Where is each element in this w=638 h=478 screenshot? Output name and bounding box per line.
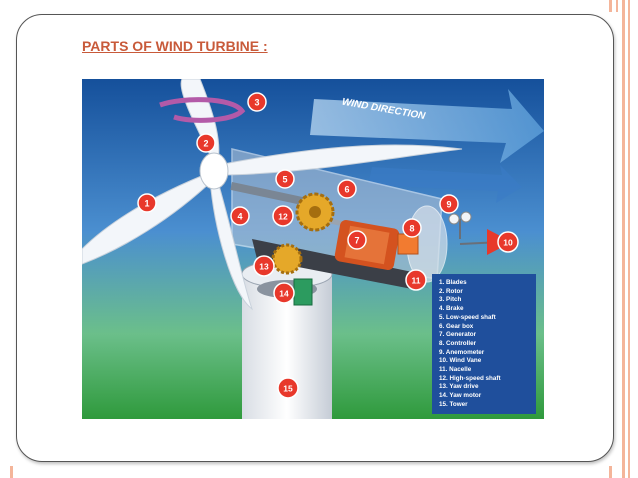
callout-11: 11: [405, 269, 427, 291]
decorative-bar-top-right: [609, 0, 612, 12]
callout-14-label: 14: [279, 289, 289, 299]
legend-item: 11. Nacelle: [439, 366, 472, 374]
callout-6-label: 6: [344, 185, 349, 195]
legend-item: 7. Generator: [439, 331, 477, 339]
callout-4-label: 4: [237, 212, 242, 222]
legend-item: 4. Brake: [439, 305, 464, 313]
legend-list: 1. Blades 2. Rotor 3. Pitch 4. Brake 5. …: [439, 279, 536, 410]
gear-box: [295, 192, 335, 232]
callout-2-label: 2: [203, 139, 208, 149]
callout-13-label: 13: [259, 262, 269, 272]
legend-item: 8. Controller: [439, 339, 477, 347]
callout-12: 12: [272, 205, 294, 227]
parts-legend: 1. Blades 2. Rotor 3. Pitch 4. Brake 5. …: [432, 274, 536, 414]
rotor-hub: [199, 152, 229, 190]
legend-item: 12. High-speed shaft: [439, 374, 501, 382]
slide-title: PARTS OF WIND TURBINE :: [82, 38, 268, 54]
legend-item: 13. Yaw drive: [439, 383, 479, 391]
callout-9: 9: [439, 194, 459, 214]
callout-6: 6: [337, 179, 357, 199]
callout-7: 7: [347, 230, 367, 250]
callout-5: 5: [275, 169, 295, 189]
decorative-bar-right-2: [628, 0, 630, 478]
decorative-bar-top-right-2: [616, 0, 618, 12]
callout-3: 3: [247, 92, 267, 112]
legend-item: 9. Anemometer: [439, 348, 485, 356]
pitch-rotation-arrow: [159, 97, 246, 123]
callout-2: 2: [196, 133, 216, 153]
callout-1: 1: [137, 193, 157, 213]
callout-9-label: 9: [446, 200, 451, 210]
legend-item: 1. Blades: [439, 279, 467, 286]
callout-8-label: 8: [409, 224, 414, 234]
callout-8: 8: [402, 218, 422, 238]
callout-5-label: 5: [282, 175, 287, 185]
callout-12-label: 12: [278, 212, 288, 222]
callout-11-label: 11: [412, 276, 421, 286]
callout-4: 4: [230, 206, 250, 226]
callout-10-label: 10: [503, 238, 513, 248]
legend-item: 3. Pitch: [439, 296, 462, 304]
legend-item: 10. Wind Vane: [439, 357, 482, 365]
callout-13: 13: [253, 255, 275, 277]
legend-item: 6. Gear box: [439, 322, 474, 330]
low-speed-shaft: [230, 182, 321, 209]
legend-item: 15. Tower: [439, 400, 468, 408]
yaw-motor: [293, 278, 313, 306]
callout-7-label: 7: [354, 236, 359, 246]
wind-turbine-diagram: WIND DIRECTION: [82, 79, 544, 419]
callout-15: 15: [277, 377, 299, 399]
yaw-drive: [271, 243, 303, 275]
decorative-bar-bottom-left: [10, 466, 13, 478]
anemometer: [448, 211, 472, 239]
legend-item: 5. Low-speed shaft: [439, 313, 496, 321]
legend-item: 14. Yaw motor: [439, 392, 482, 400]
callout-10: 10: [497, 231, 519, 253]
callout-1-label: 1: [144, 199, 149, 209]
callout-15-label: 15: [283, 384, 293, 394]
decorative-bar-bottom-right: [609, 466, 612, 478]
legend-item: 2. Rotor: [439, 287, 463, 295]
decorative-bar-right: [622, 0, 625, 478]
callout-3-label: 3: [254, 98, 259, 108]
callout-14: 14: [273, 282, 295, 304]
